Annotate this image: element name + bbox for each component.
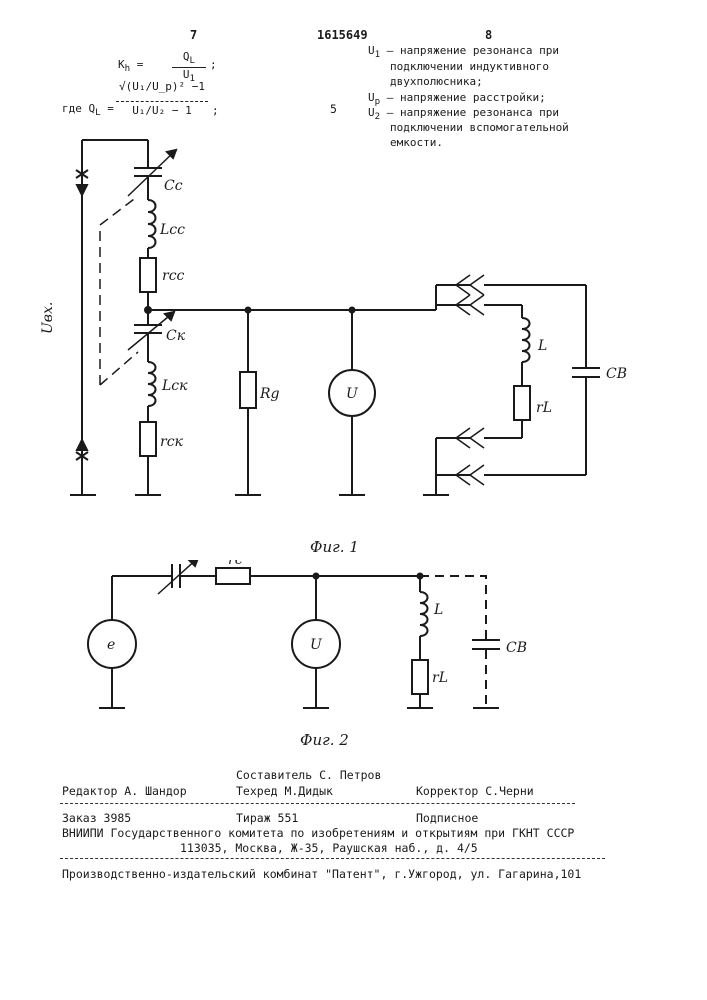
ganged-control-dashed-line [100,196,138,385]
imprint-order: Заказ 3985 [62,811,131,825]
imprint-subscription: Подписное [416,811,478,825]
resistor-rg [240,372,256,408]
imprint-corrector: Корректор С.Черни [416,784,534,798]
label-l-fig2: L [433,602,443,618]
divider [60,858,605,859]
inductor-lck [148,362,156,406]
label-e: e [107,637,115,653]
label-rcc: rcс [162,268,185,284]
label-lcc: Lcс [159,222,185,238]
imprint-editor: Редактор А. Шандор [62,784,187,798]
label-cb-fig2: CB [506,640,527,656]
figure-1-caption: Фиг. 1 [310,538,359,556]
inductor-lcc [148,200,156,248]
inductor-l-fig2 [420,592,428,636]
resistor-rl-fig2 [412,660,428,694]
figure-2-caption: Фиг. 2 [300,731,349,749]
label-rl-fig2: rL [432,670,448,686]
divider [60,803,575,804]
label-lck: Lск [161,378,188,394]
imprint-compiler: Составитель С. Петров [236,768,381,782]
label-rc: rc [228,560,243,568]
junction-dot [145,307,151,313]
label-rl-fig1: rL [536,400,552,416]
imprint-circulation: Тираж 551 [236,811,298,825]
resistor-rcc [140,258,156,292]
imprint-publisher: Производственно-издательский комбинат "П… [62,867,581,881]
label-cc: Cс [164,178,183,194]
figure-1-schematic: Uвх. Cс Lcс rcс Cк Lск rск Rg U L rL CB … [0,0,707,560]
resistor-rck [140,422,156,456]
label-cb-fig1: CB [606,366,627,382]
imprint-institute: ВНИИПИ Государственного комитета по изоб… [62,826,574,840]
figure-2-schematic: C* rc e U L rL CB Фиг. 2 [0,560,707,760]
imprint-address: 113035, Москва, Ж-35, Раушская наб., д. … [180,841,478,855]
arrow-down-icon [77,440,87,450]
label-u-fig2: U [310,637,323,653]
resistor-rc [216,568,250,584]
label-rck: rск [160,434,184,450]
label-ck: Cк [166,328,186,344]
inductor-l-fig1 [522,318,530,362]
optional-cb-dashed-wire [420,576,486,708]
resistor-rl-fig1 [514,386,530,420]
imprint-techred: Техред М.Дидык [236,784,333,798]
label-rg: Rg [259,386,280,402]
arrow-up-icon [77,185,87,195]
label-uvx: Uвх. [40,302,56,334]
label-u-fig1: U [346,386,359,402]
label-l-fig1: L [537,338,547,354]
